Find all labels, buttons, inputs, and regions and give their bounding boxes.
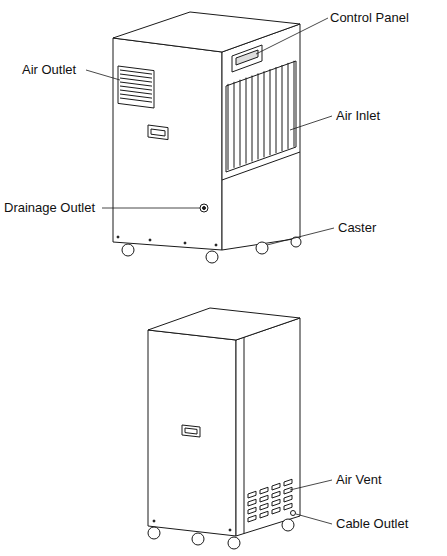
panel-seam bbox=[222, 152, 300, 180]
handle bbox=[182, 425, 200, 437]
cable-outlet bbox=[291, 511, 296, 516]
part-label: Caster bbox=[338, 220, 376, 236]
air-vent-slots bbox=[248, 479, 292, 522]
handle-grip bbox=[151, 129, 165, 136]
caster-wheel bbox=[148, 527, 160, 539]
part-label: Drainage Outlet bbox=[4, 200, 95, 216]
handle-grip bbox=[185, 428, 197, 434]
screw bbox=[215, 244, 217, 246]
control-panel bbox=[232, 45, 262, 72]
rear-view-unit bbox=[148, 308, 300, 549]
unit-back-face bbox=[148, 330, 236, 536]
inlet-grille-slats bbox=[228, 61, 294, 170]
inlet-grille-frame bbox=[226, 61, 296, 172]
caster-wheel bbox=[228, 537, 240, 549]
unit-top-face bbox=[148, 308, 300, 340]
drainage-hole bbox=[203, 207, 206, 210]
leader-line bbox=[290, 480, 332, 490]
leader-line bbox=[102, 208, 200, 209]
control-display bbox=[236, 50, 258, 65]
flange-line bbox=[244, 337, 245, 533]
unit-side-face bbox=[236, 318, 300, 536]
screw bbox=[153, 520, 155, 522]
front-view-unit bbox=[113, 12, 301, 263]
caster-wheel bbox=[256, 242, 268, 254]
screw bbox=[184, 242, 186, 244]
unit-side-face bbox=[113, 38, 222, 250]
part-label: Air Inlet bbox=[336, 108, 380, 124]
caster-wheel bbox=[192, 533, 204, 545]
leader-line bbox=[290, 116, 332, 130]
leader-line bbox=[296, 514, 332, 524]
leader-line bbox=[256, 18, 328, 54]
drainage-outlet bbox=[200, 204, 208, 212]
part-label: Air Outlet bbox=[22, 62, 76, 78]
part-label: Air Vent bbox=[336, 472, 382, 488]
leader-line bbox=[267, 228, 334, 245]
outlet-grille-frame bbox=[118, 66, 154, 108]
screw bbox=[229, 529, 231, 531]
handle bbox=[148, 125, 168, 140]
screw bbox=[149, 239, 151, 241]
unit-front-face bbox=[222, 24, 300, 250]
outlet-grille-slats bbox=[120, 70, 152, 102]
part-label: Cable Outlet bbox=[336, 516, 408, 532]
caster-wheel bbox=[206, 251, 218, 263]
screw bbox=[117, 236, 119, 238]
caster-wheel bbox=[122, 244, 134, 256]
leader-line bbox=[86, 70, 120, 80]
caster-wheel bbox=[282, 519, 294, 531]
part-label: Control Panel bbox=[330, 10, 409, 26]
leader-lines bbox=[86, 18, 334, 524]
